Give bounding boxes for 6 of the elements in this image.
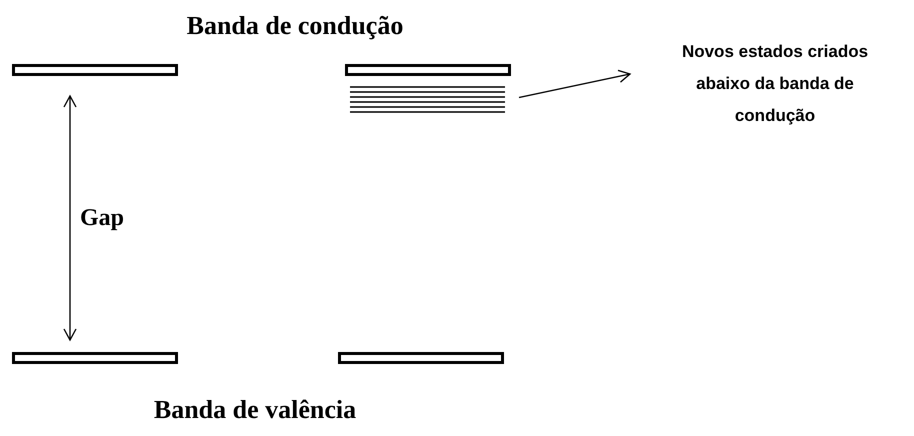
edge-label: Gap (80, 206, 124, 230)
arrow (518, 70, 631, 98)
arrow (63, 95, 77, 341)
annotation-text: Novos estados criados abaixo da banda de condução (680, 41, 870, 127)
band-label: Banda de condução (186, 10, 404, 42)
band-label: Banda de valência (152, 394, 358, 426)
